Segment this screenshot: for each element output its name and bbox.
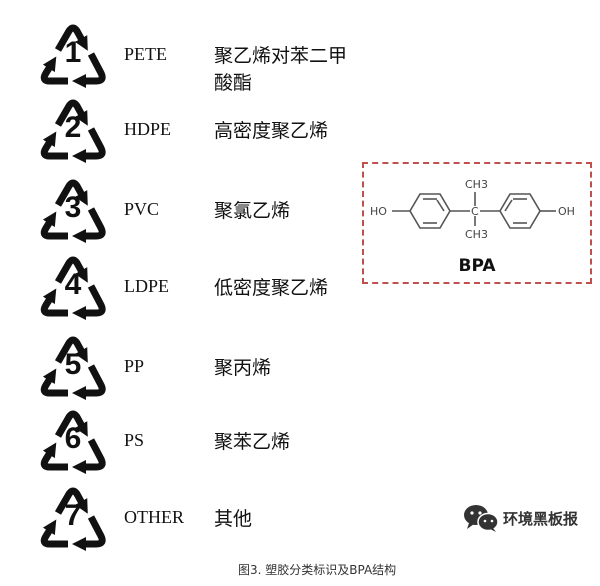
resin-code-number: 3 xyxy=(64,191,82,224)
ch3-top-label: CH3 xyxy=(465,178,488,191)
resin-abbreviation: LDPE xyxy=(124,276,169,296)
resin-abbreviation: PP xyxy=(124,356,145,376)
resin-abbreviation: PS xyxy=(124,430,145,450)
resin-chinese-name: 低密度聚乙烯 xyxy=(214,277,329,299)
wechat-icon xyxy=(464,505,499,532)
bpa-molecule-diagram: HO OH CH3 C CH3 xyxy=(370,178,575,241)
watermark-text: 环境黑板报 xyxy=(503,510,579,528)
recycling-code-row: 2 HDPE 高密度聚乙烯 xyxy=(0,97,360,167)
bpa-structure-box: HO OH CH3 C CH3 BPA xyxy=(362,162,592,284)
carbon-label: C xyxy=(471,205,479,218)
resin-chinese-name: 聚丙烯 xyxy=(214,357,272,379)
recycling-code-row: 1 PETE 聚乙烯对苯二甲酸酯 xyxy=(0,22,360,94)
resin-abbreviation: OTHER xyxy=(124,507,184,527)
watermark: 环境黑板报 xyxy=(463,503,593,533)
recycling-code-row: 4 LDPE 低密度聚乙烯 xyxy=(0,254,360,324)
resin-code-number: 5 xyxy=(64,348,82,381)
resin-code-number: 6 xyxy=(64,422,82,455)
recycling-code-row: 7 OTHER 其他 xyxy=(0,485,360,555)
resin-abbreviation: PVC xyxy=(124,199,160,219)
ho-label: HO xyxy=(370,205,387,218)
resin-code-number: 2 xyxy=(64,111,82,144)
resin-code-number: 1 xyxy=(64,36,82,69)
recycling-code-row: 3 PVC 聚氯乙烯 xyxy=(0,177,360,247)
resin-chinese-name: 其他 xyxy=(214,508,253,530)
resin-chinese-name: 高密度聚乙烯 xyxy=(214,120,329,142)
ch3-bottom-label: CH3 xyxy=(465,228,488,241)
resin-abbreviation: HDPE xyxy=(124,119,172,139)
resin-chinese-name: 聚苯乙烯 xyxy=(214,431,291,453)
resin-abbreviation: PETE xyxy=(124,44,167,64)
figure-caption: 图3. 塑胶分类标识及BPA结构 xyxy=(238,563,397,577)
resin-code-number: 7 xyxy=(64,499,82,532)
resin-chinese-name: 聚乙烯对苯二甲酸酯 xyxy=(214,45,348,94)
oh-label: OH xyxy=(558,205,575,218)
resin-code-number: 4 xyxy=(64,268,82,301)
resin-chinese-name: 聚氯乙烯 xyxy=(214,200,291,222)
bpa-label: BPA xyxy=(458,256,496,276)
recycling-code-row: 6 PS 聚苯乙烯 xyxy=(0,408,360,478)
recycling-code-row: 5 PP 聚丙烯 xyxy=(0,334,360,404)
